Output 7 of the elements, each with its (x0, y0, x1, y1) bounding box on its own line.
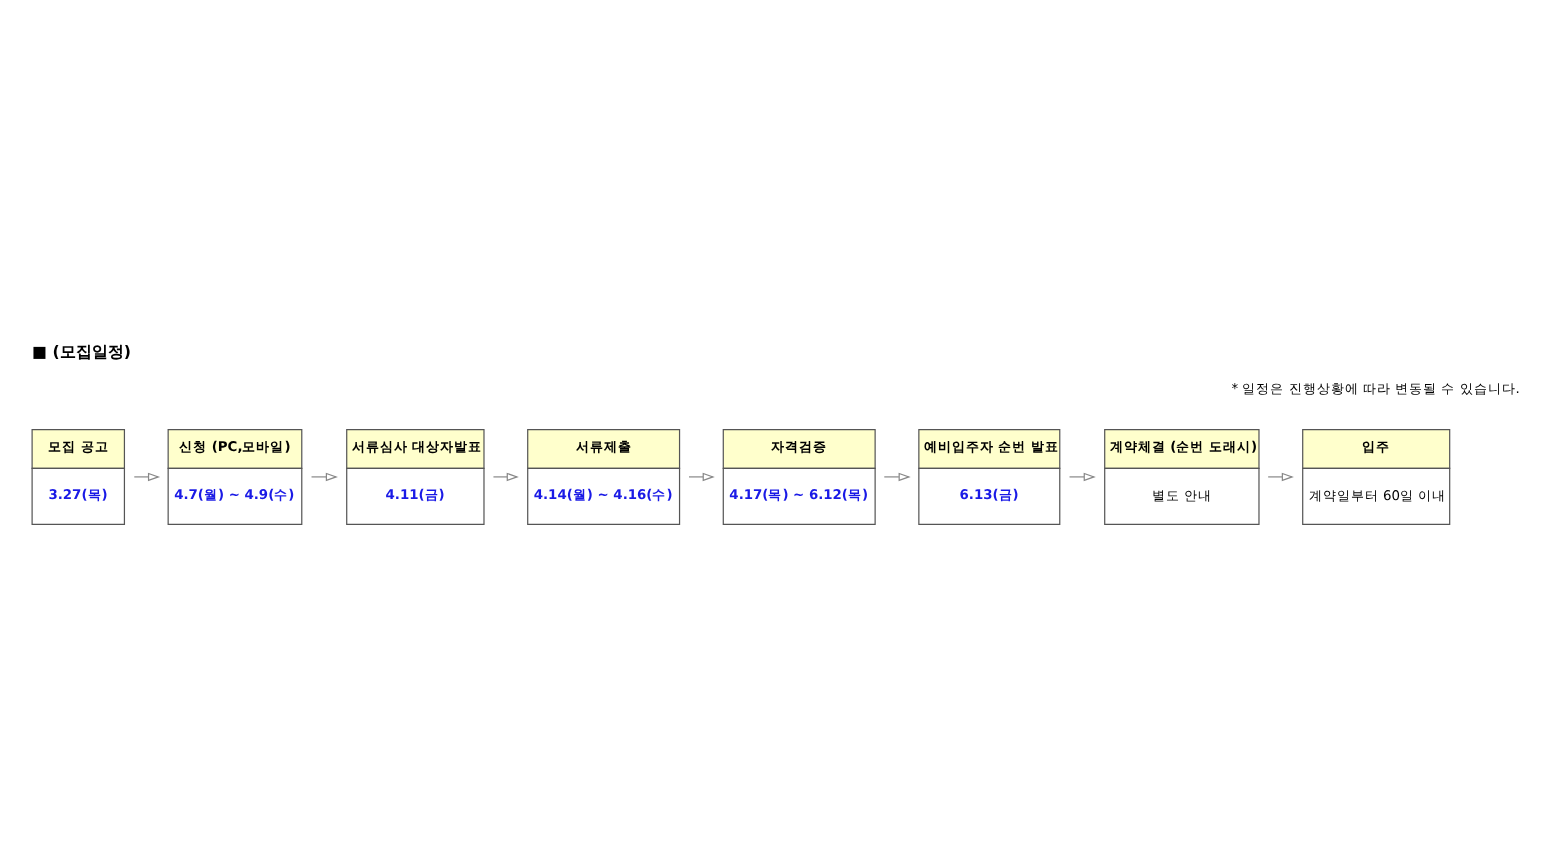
arrow (688, 471, 715, 481)
arrow (1267, 471, 1294, 481)
arrow (492, 471, 519, 481)
arrow (310, 471, 338, 481)
arrow (133, 471, 161, 481)
arrow (1068, 471, 1096, 481)
arrow (883, 471, 911, 481)
